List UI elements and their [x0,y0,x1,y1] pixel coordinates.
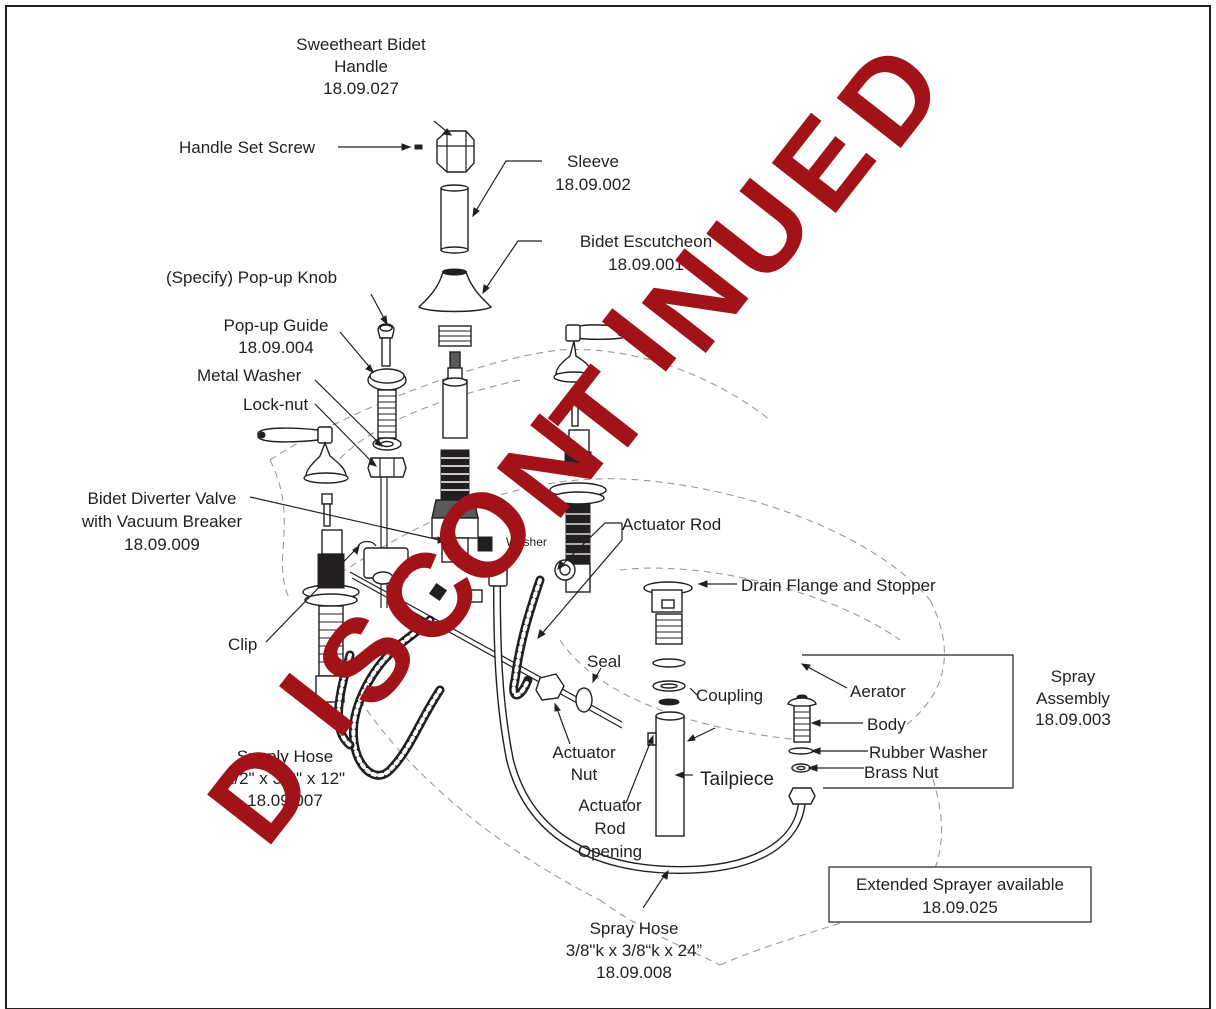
escutcheon-part [417,268,493,313]
label-spray-assembly: Spray [1051,667,1096,686]
label-sleeve: Sleeve [567,152,619,171]
label-spray-assembly-code: 18.09.003 [1035,710,1111,729]
label-supply-hose-2: 1/2" x 3/8" x 12" [225,769,345,788]
right-valve-body [549,429,607,593]
label-sleeve-code: 18.09.002 [555,175,631,194]
part-labels: Sweetheart Bidet Handle 18.09.027 Handle… [81,35,1111,982]
label-spray-hose-2: 3/8"k x 3/8“k x 24” [566,941,703,960]
label-tailpiece: Tailpiece [700,769,774,790]
label-coupling: Coupling [696,686,763,705]
left-cartridge [321,493,333,527]
label-metal-washer: Metal Washer [197,366,302,385]
label-clip: Clip [228,635,257,654]
coupling-part [652,658,686,706]
label-escutcheon-code: 18.09.001 [608,255,684,274]
label-extended-sprayer: Extended Sprayer available [856,875,1064,894]
clip-part [357,540,409,585]
leader-lines [249,120,868,909]
left-lever-handle [257,426,349,484]
label-seal: Seal [587,652,621,671]
label-actuator-rod: Actuator Rod [622,515,721,534]
brass-nut-part [791,763,811,773]
sleeve-part [440,184,469,254]
label-actuator-nut-2: Nut [571,765,598,784]
label-popup-knob: (Specify) Pop-up Knob [166,268,337,287]
label-washer: Washer [506,535,547,549]
label-aerator: Aerator [850,682,906,701]
extended-sprayer-box [828,866,1092,923]
drain-flange-part [643,581,693,645]
lock-nut-part [367,457,407,478]
diverter-body [431,325,479,563]
spray-hose-part [488,565,816,875]
label-body: Body [867,715,906,734]
label-rubber-washer: Rubber Washer [869,743,988,762]
supply-hose-right [509,575,545,700]
label-handle-name-2: Handle [334,57,388,76]
label-set-screw: Handle Set Screw [179,138,316,157]
label-drain-flange: Drain Flange and Stopper [741,576,936,595]
label-rod-opening-2: Rod [594,819,625,838]
label-diverter-2: with Vacuum Breaker [81,512,243,531]
left-valve-body [302,529,360,703]
label-actuator-nut: Actuator [552,743,616,762]
label-supply-hose-code: 18.09.007 [247,791,323,810]
right-cartridge [569,393,581,427]
spray-body-part [793,705,811,743]
label-popup-guide-code: 18.09.004 [238,338,314,357]
label-spray-assembly-2: Assembly [1036,689,1110,708]
label-handle-code: 18.09.027 [323,79,399,98]
supply-hose-left [334,615,445,780]
bidet-handle [436,130,475,173]
label-spray-hose-code: 18.09.008 [596,963,672,982]
handle-set-screw-part [414,144,423,150]
label-supply-hose: Supply Hose [237,747,333,766]
diagram-border [5,5,1211,1009]
seal-part [575,687,593,713]
rubber-washer-part [788,747,814,755]
label-extended-sprayer-code: 18.09.025 [922,898,998,917]
label-brass-nut: Brass Nut [864,763,939,782]
label-lock-nut: Lock-nut [243,395,308,414]
label-escutcheon: Bidet Escutcheon [580,232,712,251]
label-spray-hose: Spray Hose [590,919,679,938]
popup-knob-part [377,323,395,367]
label-diverter: Bidet Diverter Valve [88,489,237,508]
label-rod-opening: Actuator [578,796,642,815]
right-lever-handle [553,324,625,383]
actuator-nut-part [535,673,565,701]
spray-assembly-bracket [802,654,1014,789]
popup-guide-part [367,368,407,439]
label-diverter-code: 18.09.009 [124,535,200,554]
label-popup-guide: Pop-up Guide [224,316,329,335]
metal-washer-part [372,437,402,451]
stamp-letter: D [183,718,339,866]
label-rod-opening-3: Opening [578,842,642,861]
label-handle-name: Sweetheart Bidet [296,35,426,54]
